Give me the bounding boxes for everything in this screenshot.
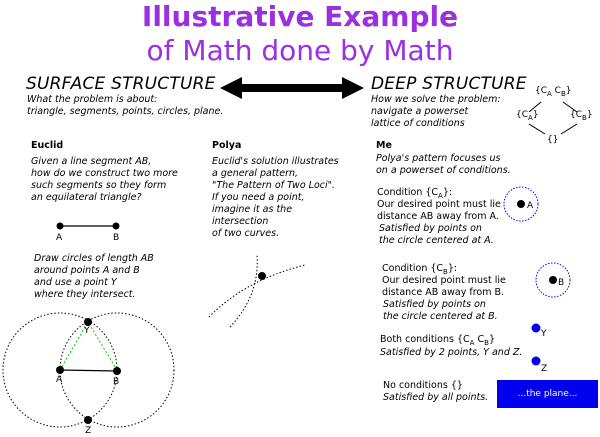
two-loci-curves (208, 254, 306, 328)
circle-a-label: A (527, 201, 534, 211)
cond-a-body-2: distance AB away from A. (377, 211, 499, 222)
cond-b-title: Condition {CB}: (382, 263, 458, 276)
euclid-line-4: an equilateral triangle? (31, 192, 142, 203)
lattice-left: {CA} (516, 110, 539, 122)
segment-point-a: A (56, 233, 63, 243)
lattice-bottom: {} (547, 135, 559, 145)
polya-heading: Polya (212, 140, 242, 151)
cond-b-body-1: Our desired point must lie (382, 275, 506, 286)
cond-a-it-2: the circle centered at A. (379, 235, 494, 246)
both-title: Both conditions {CA CB} (380, 334, 495, 347)
euclid-step-2: around points A and B (34, 265, 140, 276)
fig-point-y: Y (84, 326, 90, 336)
segment-point-b: B (113, 233, 120, 243)
point-y-label: Y (541, 329, 547, 339)
euclid-heading: Euclid (31, 140, 64, 151)
both-it: Satisfied by 2 points, Y and Z. (380, 347, 523, 358)
surface-desc-1: What the problem is about: (27, 94, 158, 105)
deep-heading: DEEP STRUCTURE (371, 74, 527, 94)
euclid-line-1: Given a line segment AB, (31, 156, 152, 167)
title-line-1: Illustrative Example (141, 0, 459, 33)
fig-point-b: B (113, 377, 120, 387)
segment-ab (56, 222, 120, 230)
point-z-icon (531, 356, 541, 366)
plane-box: ...the plane... (497, 380, 598, 408)
polya-line-2: a general pattern, (212, 168, 299, 179)
deep-desc-3: lattice of conditions (371, 118, 465, 129)
deep-desc-1: How we solve the problem: (371, 94, 501, 105)
fig-point-a: A (56, 375, 63, 385)
none-title: No conditions {} (383, 380, 463, 391)
polya-line-1: Euclid's solution illustrates (212, 156, 339, 167)
polya-line-4: If you need a point, (212, 192, 305, 203)
me-line-1: Polya's pattern focuses us (376, 153, 501, 164)
surface-desc-2: triangle, segments, points, circles, pla… (27, 106, 224, 117)
deep-desc-2: navigate a powerset (371, 106, 469, 117)
lattice-lines (528, 101, 578, 135)
lattice-right: {CB} (570, 110, 593, 122)
euclid-step-1: Draw circles of length AB (34, 253, 154, 264)
title-line-2: of Math done by Math (146, 34, 454, 67)
me-line-2: on a powerset of conditions. (376, 165, 511, 176)
cond-b-it-1: Satisfied by points on (383, 299, 486, 310)
circle-b-label: B (558, 278, 565, 288)
cond-a-it-1: Satisfied by points on (379, 223, 482, 234)
polya-line-3: "The Pattern of Two Loci". (212, 180, 336, 191)
euclid-line-2: how do we construct two more (31, 168, 178, 179)
me-heading: Me (376, 140, 392, 151)
fig-point-z: Z (85, 426, 92, 436)
cond-b-body-2: distance AB away from B. (382, 287, 505, 298)
cond-a-title: Condition {CA}: (377, 187, 453, 200)
cond-a-body-1: Our desired point must lie (377, 199, 501, 210)
point-z-label: Z (541, 364, 548, 374)
double-arrow-icon (220, 77, 364, 99)
cond-b-it-2: the circle centered at B. (383, 311, 498, 322)
surface-heading: SURFACE STRUCTURE (26, 74, 216, 94)
circle-a-icon (503, 186, 539, 222)
polya-line-7: of two curves. (212, 228, 280, 239)
euclid-line-3: such segments so they form (31, 180, 167, 191)
none-it: Satisfied by all points. (383, 392, 489, 403)
point-y-icon (531, 323, 541, 333)
polya-line-5: imagine it as the (212, 204, 293, 215)
euclid-construction (2, 312, 175, 428)
lattice-top: {CA CB} (535, 86, 572, 98)
euclid-step-4: where they intersect. (34, 289, 136, 300)
polya-line-6: intersection (212, 216, 269, 227)
circle-b-icon (535, 262, 571, 298)
euclid-step-3: and use a point Y (34, 277, 117, 288)
